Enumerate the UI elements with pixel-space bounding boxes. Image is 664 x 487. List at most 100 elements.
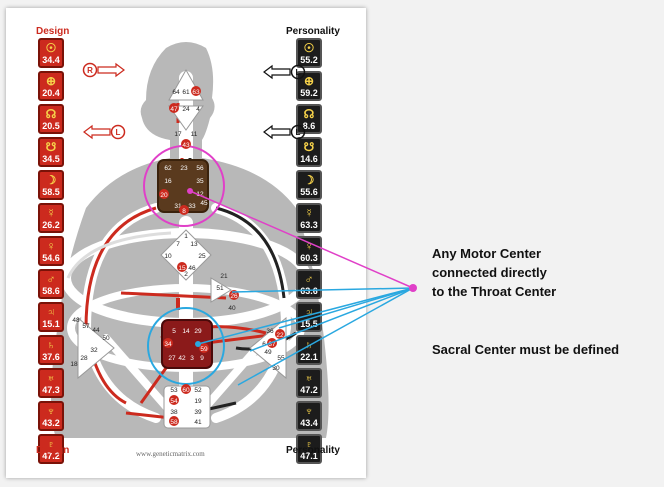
gate-value: 20.5 [42,121,60,131]
gate-number-38: 38 [170,409,178,416]
sun-icon: ☉ [45,41,57,55]
gate-value: 43.2 [42,418,60,428]
gate-value: 63.3 [300,220,318,230]
design-gate-earth[interactable]: ⊕20.4 [38,71,64,101]
personality-column-footer: Personality [286,445,340,456]
south-node-icon: ☋ [303,140,315,154]
gate-activation-dot [177,262,187,272]
gate-number-20: 20 [160,192,168,199]
gate-number-44: 44 [92,327,100,334]
gate-number-37: 37 [268,341,276,348]
gate-activation-dot [181,384,191,394]
gate-value: 47.1 [300,451,318,461]
gate-number-58: 58 [170,419,178,426]
moon-icon: ☽ [303,173,315,187]
design-gate-jupiter[interactable]: ♃15.1 [38,302,64,332]
gate-number-5: 5 [172,328,176,335]
gate-number-8: 8 [182,208,186,215]
personality-gate-earth[interactable]: ⊕59.2 [296,71,322,101]
design-gate-mercury[interactable]: ☿26.2 [38,203,64,233]
gate-number-63: 63 [192,89,200,96]
gate-number-29: 29 [194,328,202,335]
personality-gate-moon[interactable]: ☽55.6 [296,170,322,200]
gate-value: 55.6 [300,187,318,197]
gate-number-28: 28 [80,355,88,362]
gate-number-26: 26 [230,293,238,300]
personality-arrow-top-letter: L [296,68,301,77]
gate-value: 20.4 [42,88,60,98]
personality-gate-neptune[interactable]: ♆43.4 [296,401,322,431]
gate-value: 37.6 [42,352,60,362]
design-gate-venus[interactable]: ♀54.6 [38,236,64,266]
gate-number-9: 9 [200,355,204,362]
gate-number-1: 1 [184,233,188,240]
mercury-icon: ☿ [304,206,314,220]
cyan-connector-line-3 [278,287,414,329]
gate-number-40: 40 [228,305,236,312]
personality-gate-venus[interactable]: ♀60.3 [296,236,322,266]
design-gate-uranus[interactable]: ♅47.3 [38,368,64,398]
motor-annotation-line-2: connected directly [432,265,547,280]
cyan-connector-line-1 [231,287,414,293]
gate-number-61: 61 [182,89,190,96]
personality-arrow-bottom-letter: L [296,128,301,137]
centers [77,68,287,429]
sacral-center [161,319,213,369]
design-gate-sun[interactable]: ☉34.4 [38,38,64,68]
connector-hub-dot [409,284,417,292]
design-gate-north-node[interactable]: ☊20.5 [38,104,64,134]
gate-number-19: 19 [194,398,202,405]
design-gate-neptune[interactable]: ♆43.2 [38,401,64,431]
footer-link[interactable]: www.geneticmatrix.com [136,450,205,458]
gate-value: 58.6 [42,286,60,296]
gate-number-34: 34 [164,341,172,348]
design-gate-saturn[interactable]: ♄37.6 [38,335,64,365]
design-gate-moon[interactable]: ☽58.5 [38,170,64,200]
personality-gate-mercury[interactable]: ☿63.3 [296,203,322,233]
gate-value: 34.5 [42,154,60,164]
gate-number-46: 46 [188,265,196,272]
gate-number-55: 55 [277,355,285,362]
gate-value: 15.5 [300,319,318,329]
neptune-icon: ♆ [46,404,56,418]
gate-number-25: 25 [198,253,206,260]
gate-number-32: 32 [90,347,98,354]
personality-gate-sun[interactable]: ☉55.2 [296,38,322,68]
gate-activation-dot [159,189,169,199]
north-node-icon: ☊ [45,107,57,121]
design-arrow-top-letter: R [87,66,93,75]
gate-number-36: 36 [266,328,274,335]
personality-gate-column: ☉55.2⊕59.2☊8.6☋14.6☽55.6☿63.3♀60.3♂63.6♃… [296,38,326,467]
gate-number-14: 14 [182,328,190,335]
moon-icon: ☽ [45,173,57,187]
gate-number-48: 48 [72,317,80,324]
gate-number-15: 15 [178,265,186,272]
gate-number-52: 52 [194,387,202,394]
design-gate-south-node[interactable]: ☋34.5 [38,137,64,167]
gate-number-17: 17 [174,131,182,138]
gate-value: 22.1 [300,352,318,362]
sacral-annotation: Sacral Center must be defined [432,342,620,357]
gate-value: 15.1 [42,319,60,329]
gate-number-51: 51 [216,285,224,292]
gate-number-16: 16 [164,178,172,185]
gate-value: 55.2 [300,55,318,65]
personality-gate-uranus[interactable]: ♅47.2 [296,368,322,398]
pluto-icon: ♇ [46,437,56,451]
gate-number-60: 60 [182,387,190,394]
gate-number-18: 18 [70,361,78,368]
gate-number-12: 12 [196,191,204,198]
gate-number-54: 54 [170,398,178,405]
gate-activation-dot [169,103,179,113]
design-gate-mars[interactable]: ♂58.6 [38,269,64,299]
personality-gate-pluto[interactable]: ♇47.1 [296,434,322,464]
jupiter-icon: ♃ [304,305,314,319]
personality-gate-south-node[interactable]: ☋14.6 [296,137,322,167]
design-gate-pluto[interactable]: ♇47.2 [38,434,64,464]
magenta-connector-line [189,190,414,289]
gate-number-41: 41 [194,419,202,426]
gate-number-49: 49 [264,349,272,356]
personality-gate-north-node[interactable]: ☊8.6 [296,104,322,134]
